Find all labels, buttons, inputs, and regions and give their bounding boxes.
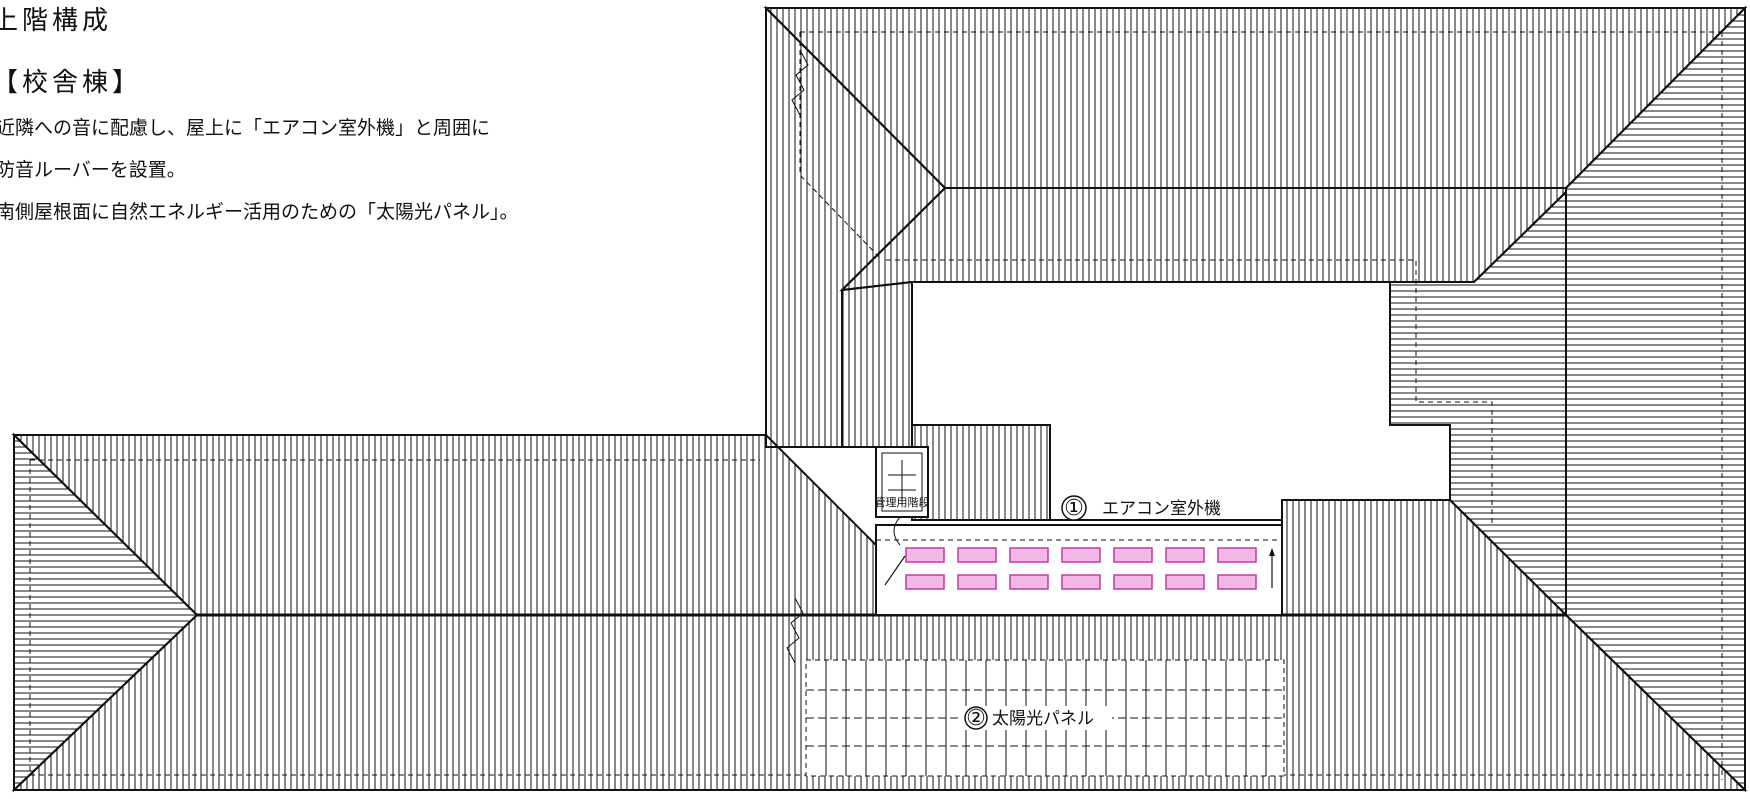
stair-label: 管理用階段 (875, 495, 930, 509)
callout-2-number: ② (966, 706, 986, 731)
callout-1-number: ① (1064, 496, 1084, 521)
note-line-1: 近隣への音に配慮し、屋上に「エアコン室外機」と周囲に (0, 117, 491, 139)
break-mark-1 (791, 49, 809, 116)
ac-unit-area (875, 524, 1283, 616)
note-line-3: 南側屋根面に自然エネルギー活用のための「太陽光パネル」。 (0, 201, 519, 223)
callout-ac: ① エアコン室外機 (1061, 495, 1221, 521)
ac-unit-row-1 (905, 547, 1257, 563)
note-line-2: 防音ルーバーを設置。 (0, 159, 186, 181)
management-stair (875, 446, 929, 546)
callout-1-text: エアコン室外機 (1102, 499, 1221, 519)
upper-roof-inner-west (841, 280, 913, 448)
page-title: 上階構成 (0, 6, 113, 36)
section-title: 【校舎棟】 (0, 68, 143, 98)
break-mark-2 (786, 597, 804, 664)
ac-unit-row-2 (905, 574, 1257, 590)
upper-roof-inner-band (839, 187, 1567, 292)
upper-roof (763, 5, 1748, 793)
court-west-block (911, 424, 1051, 521)
callout-2-text: 太陽光パネル (992, 709, 1094, 729)
callout-solar: ② 太陽光パネル (962, 706, 1112, 731)
